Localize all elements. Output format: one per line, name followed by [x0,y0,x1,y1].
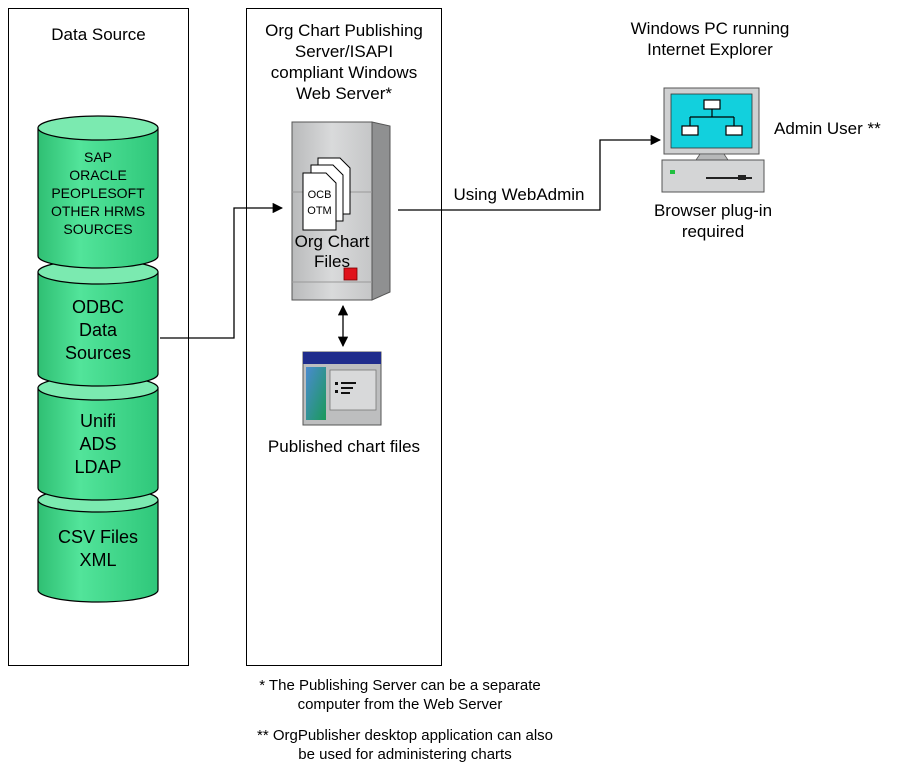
doc-label-ocb: OCB [307,189,332,201]
windows-pc-icon [661,87,765,193]
source-ldap-label: Unifi ADS LDAP [74,411,122,477]
document-stack-icon [302,157,351,231]
published-files-label: Published chart files [267,437,421,456]
source-csv-label: CSV Files XML [57,527,138,570]
footnote-1: * The Publishing Server can be a separat… [259,677,541,713]
footnote-2: ** OrgPublisher desktop application can … [256,727,553,763]
published-window-icon [302,351,382,426]
webadmin-connection-label: Using WebAdmin [453,185,585,204]
datasource-to-server-arrow [160,202,284,339]
pc-led-icon [670,170,675,174]
server-title: Org Chart Publishing Server/ISAPI compli… [265,21,423,103]
org-chart-files-label: Org Chart Files [294,232,370,271]
browser-plugin-label: Browser plug-in required [653,201,773,241]
server-to-pc-arrow [398,134,662,211]
client-title: Windows PC running Internet Explorer [630,19,790,59]
cylinder-hrms [37,115,159,269]
admin-user-label: Admin User ** [774,119,881,138]
power-indicator-icon [343,267,358,281]
source-odbc-label: ODBC Data Sources [64,297,132,363]
data-source-title: Data Source [51,25,146,44]
doc-label-otm: OTM [307,205,332,217]
source-hrms-label: SAP ORACLE PEOPLESOFT OTHER HRMS SOURCES [50,149,146,237]
